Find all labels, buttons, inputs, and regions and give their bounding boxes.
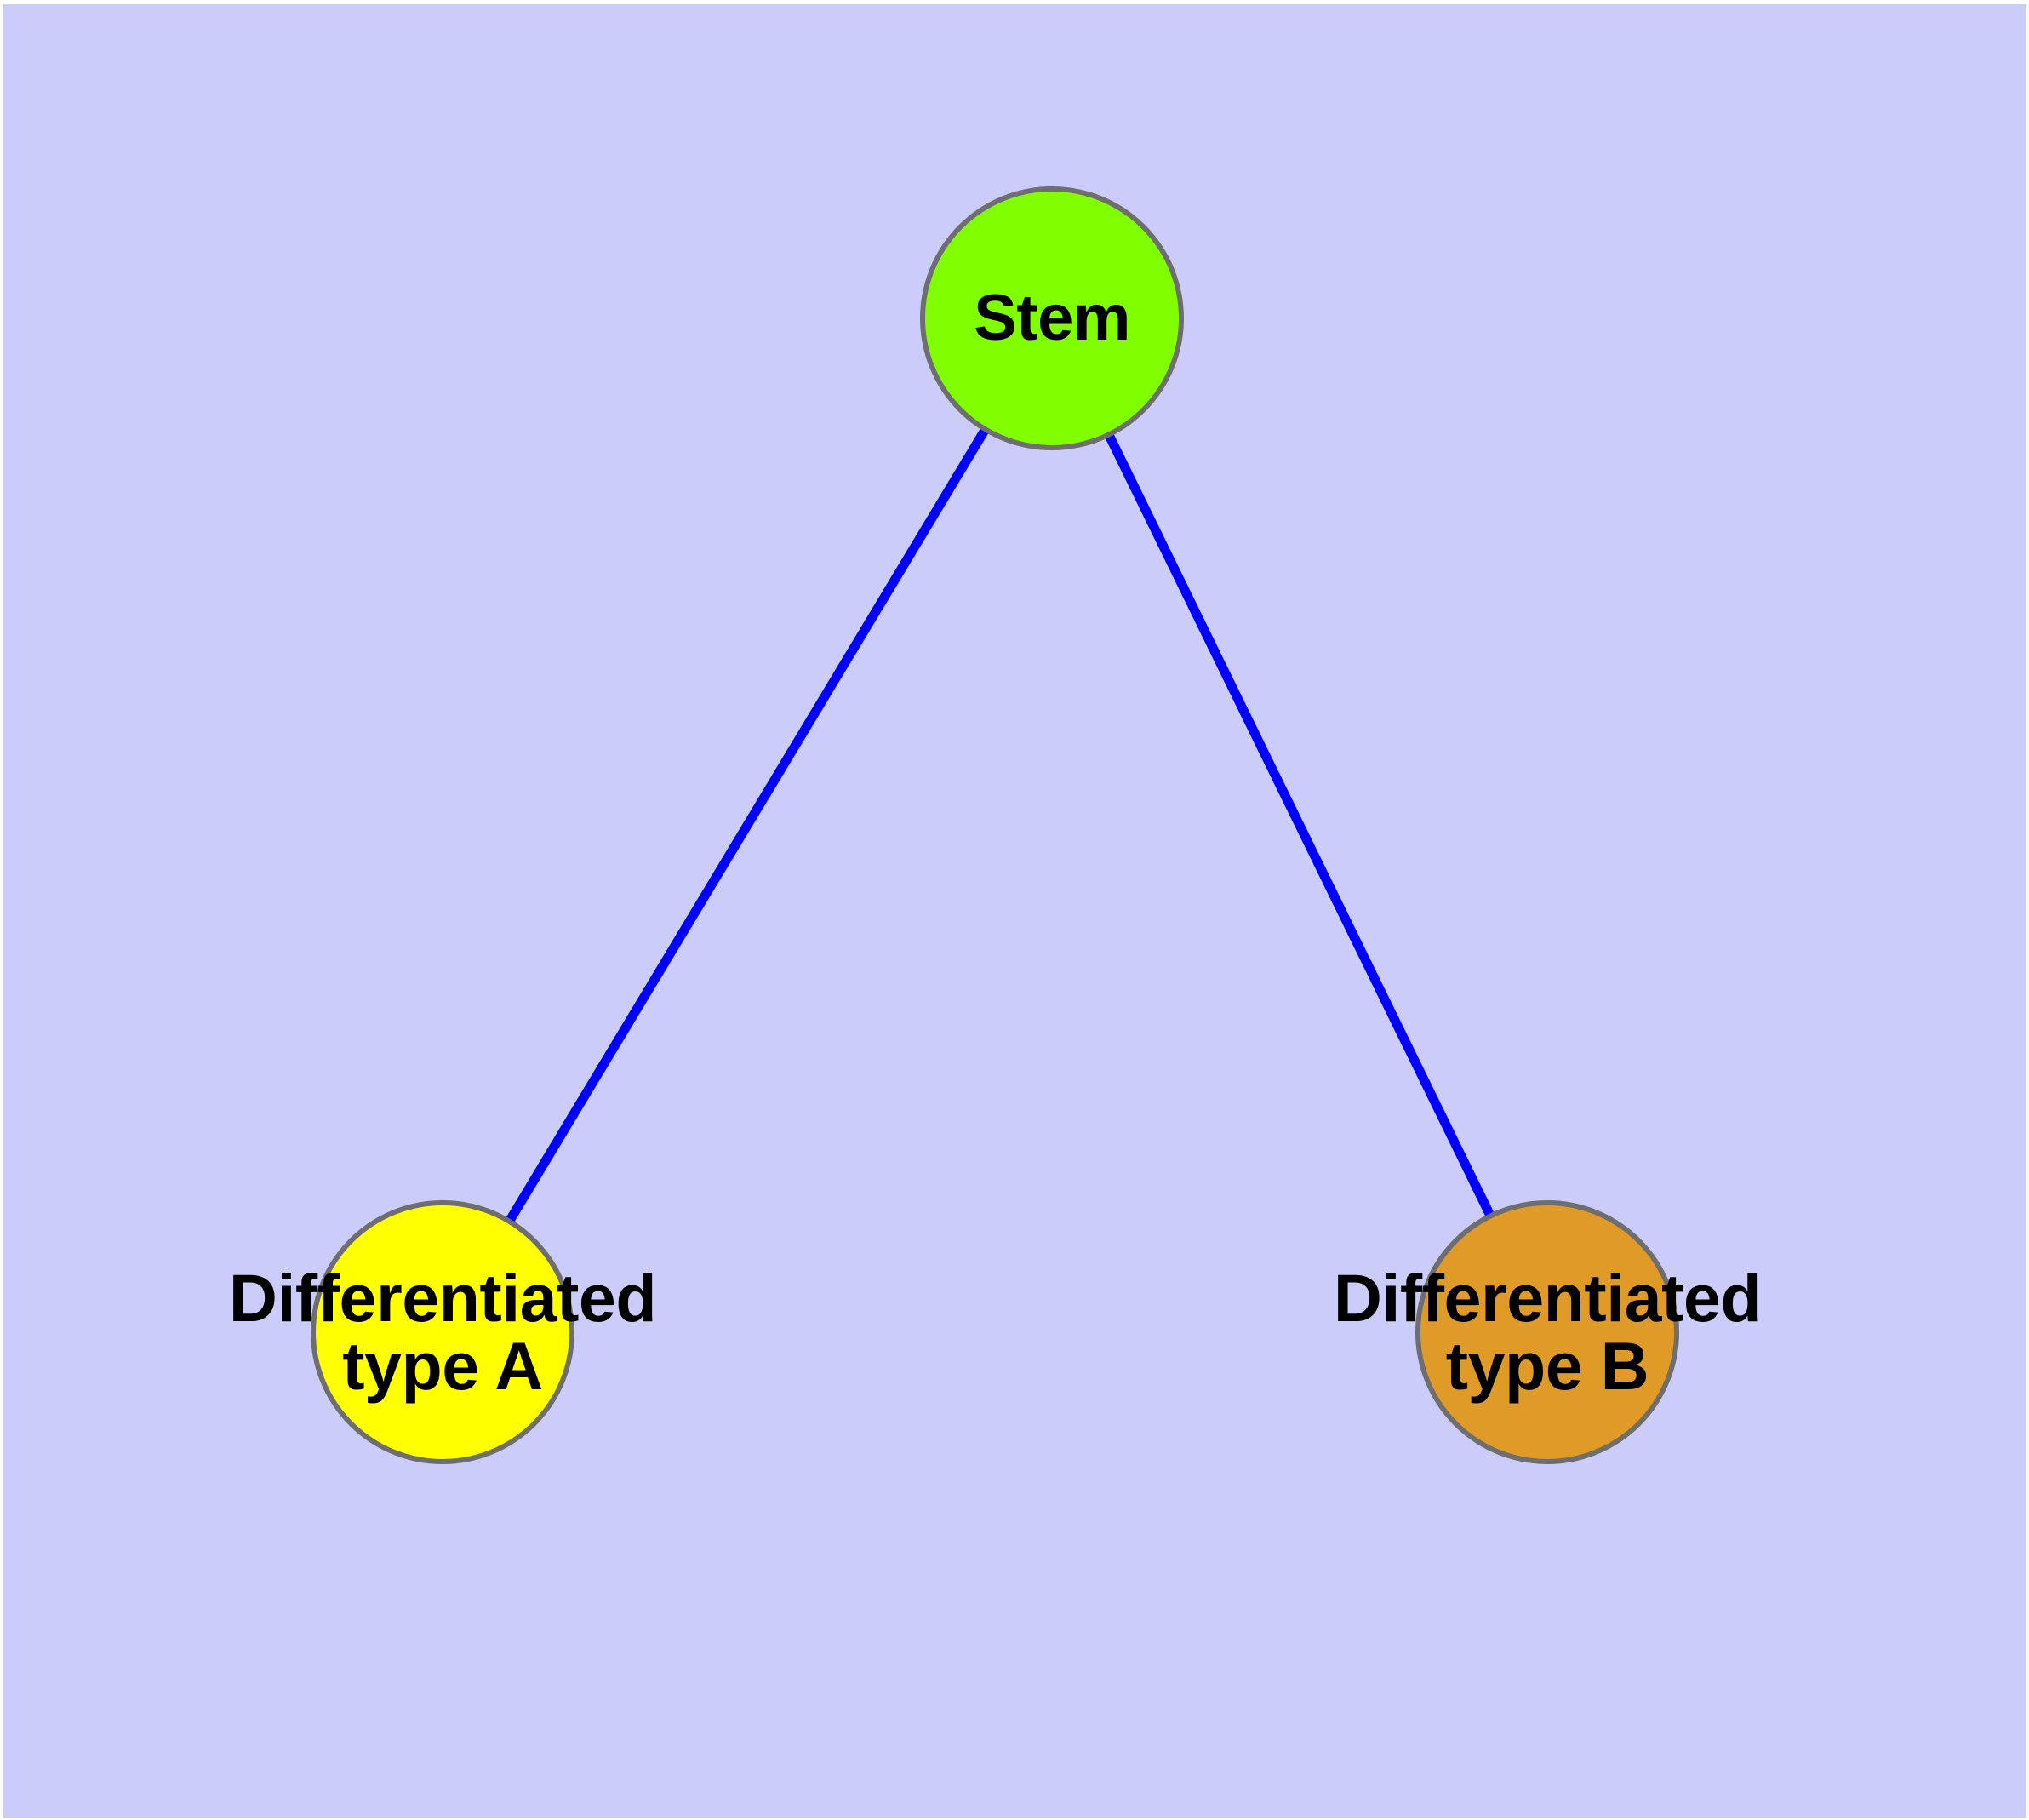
graph-node-diff-a[interactable] (311, 1200, 574, 1464)
edges-group (506, 427, 1495, 1223)
graph-edge-stem-to-a (506, 427, 989, 1223)
graph-node-stem[interactable] (920, 186, 1184, 450)
graph-node-diff-b[interactable] (1415, 1200, 1679, 1464)
nodes-group (311, 186, 1679, 1464)
graph-edge-stem-to-b (1105, 433, 1495, 1217)
